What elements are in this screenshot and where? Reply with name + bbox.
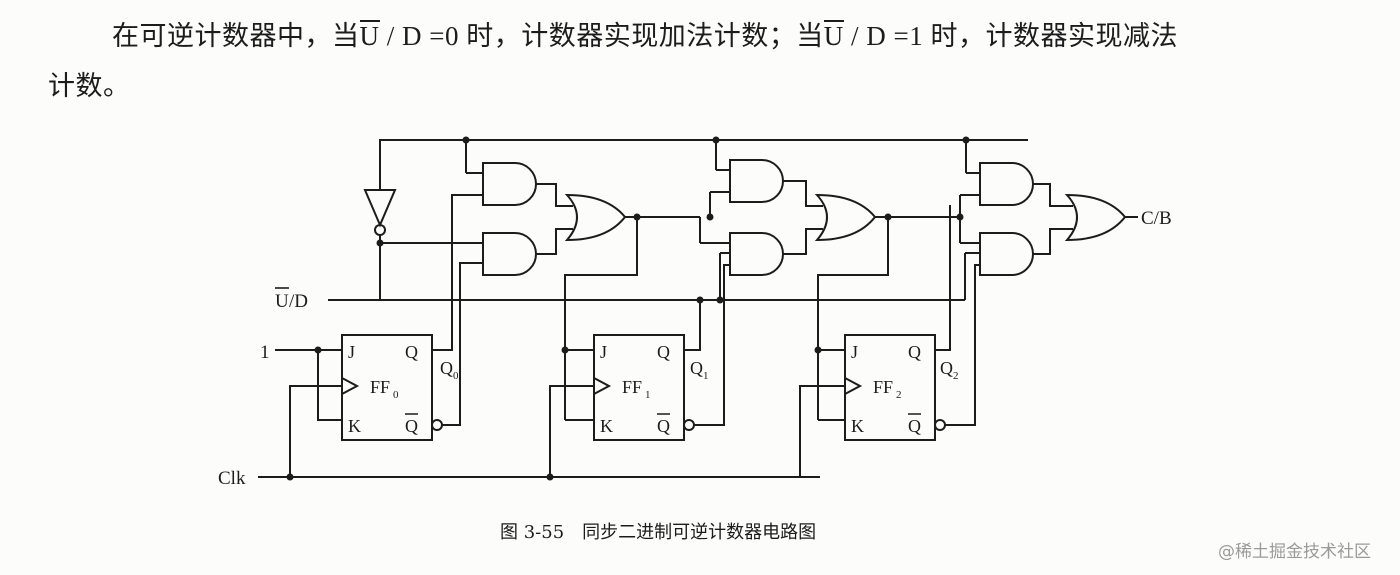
watermark: @稀土掘金技术社区 [1218, 542, 1371, 562]
ff0-pin-k: K [348, 416, 361, 436]
input-one-label: 1 [260, 342, 270, 363]
or-gate-output [1064, 193, 1127, 242]
ff0-pin-qbar: Q [405, 416, 418, 436]
ff2-pin-qbar: Q [908, 416, 921, 436]
ff0-sub: 0 [393, 389, 399, 401]
q0-sub: 0 [453, 370, 459, 382]
and-gate-3-upper [979, 162, 1034, 206]
circuit-labels: 1 U /D Clk C/B J K Q Q FF 0 Q 0 J K Q Q … [218, 208, 1172, 489]
q2-label: Q [940, 358, 953, 378]
input-ud-bar-label: U [275, 291, 289, 312]
q0-label: Q [440, 358, 453, 378]
q1-sub: 1 [703, 370, 709, 382]
text-segment: 计数。 [48, 71, 131, 102]
and-gate-3-lower [979, 232, 1034, 276]
and-gate-2-upper [729, 159, 784, 203]
text-segment: 在可逆计数器中，当 [112, 21, 360, 52]
flip-flop-ff1 [593, 334, 695, 441]
figure-caption: 图 3-55 同步二进制可逆计数器电路图 [500, 522, 817, 543]
ff2-pin-j: J [851, 342, 858, 362]
and-gate-2-lower [729, 232, 784, 276]
or-gate-1 [564, 193, 627, 242]
input-clk-label: Clk [218, 468, 246, 489]
u-overline-text: U [823, 20, 844, 51]
and-gate-1-upper [482, 162, 537, 206]
circuit-wires [258, 139, 1138, 478]
text-segment: / D =1 时，计数器实现减法 [843, 21, 1178, 51]
ff1-pin-j: J [600, 342, 607, 362]
ff2-sub: 2 [896, 389, 902, 401]
paragraph-line-1: 在可逆计数器中，当U / D =0 时，计数器实现加法计数；当U / D =1 … [112, 14, 1178, 53]
q1-label: Q [690, 358, 703, 378]
ff2-pin-k: K [851, 416, 864, 436]
ff2-pin-q: Q [908, 342, 921, 362]
or-gate-2 [814, 193, 877, 242]
inverter-gate [363, 189, 397, 236]
input-ud-rest-label: /D [289, 291, 308, 312]
u-overline-text: U [359, 20, 380, 51]
description-paragraph: 在可逆计数器中，当U / D =0 时，计数器实现加法计数；当U / D =1 … [0, 0, 1400, 110]
q2-sub: 2 [953, 370, 959, 382]
ff0-pin-q: Q [405, 342, 418, 362]
ff1-pin-qbar: Q [657, 416, 670, 436]
ff1-pin-q: Q [657, 342, 670, 362]
ff1-label: FF [622, 377, 642, 397]
text-segment: / D =0 时，计数器实现加法计数；当 [379, 21, 824, 51]
ff0-pin-j: J [348, 342, 355, 362]
paragraph-line-2: 计数。 [48, 64, 131, 103]
ff1-sub: 1 [645, 389, 651, 401]
and-gate-1-lower [482, 232, 537, 276]
ff2-label: FF [873, 377, 893, 397]
ff0-label: FF [370, 377, 390, 397]
junction-dots [286, 136, 970, 481]
ff1-pin-k: K [600, 416, 613, 436]
output-cb-label: C/B [1141, 208, 1172, 229]
